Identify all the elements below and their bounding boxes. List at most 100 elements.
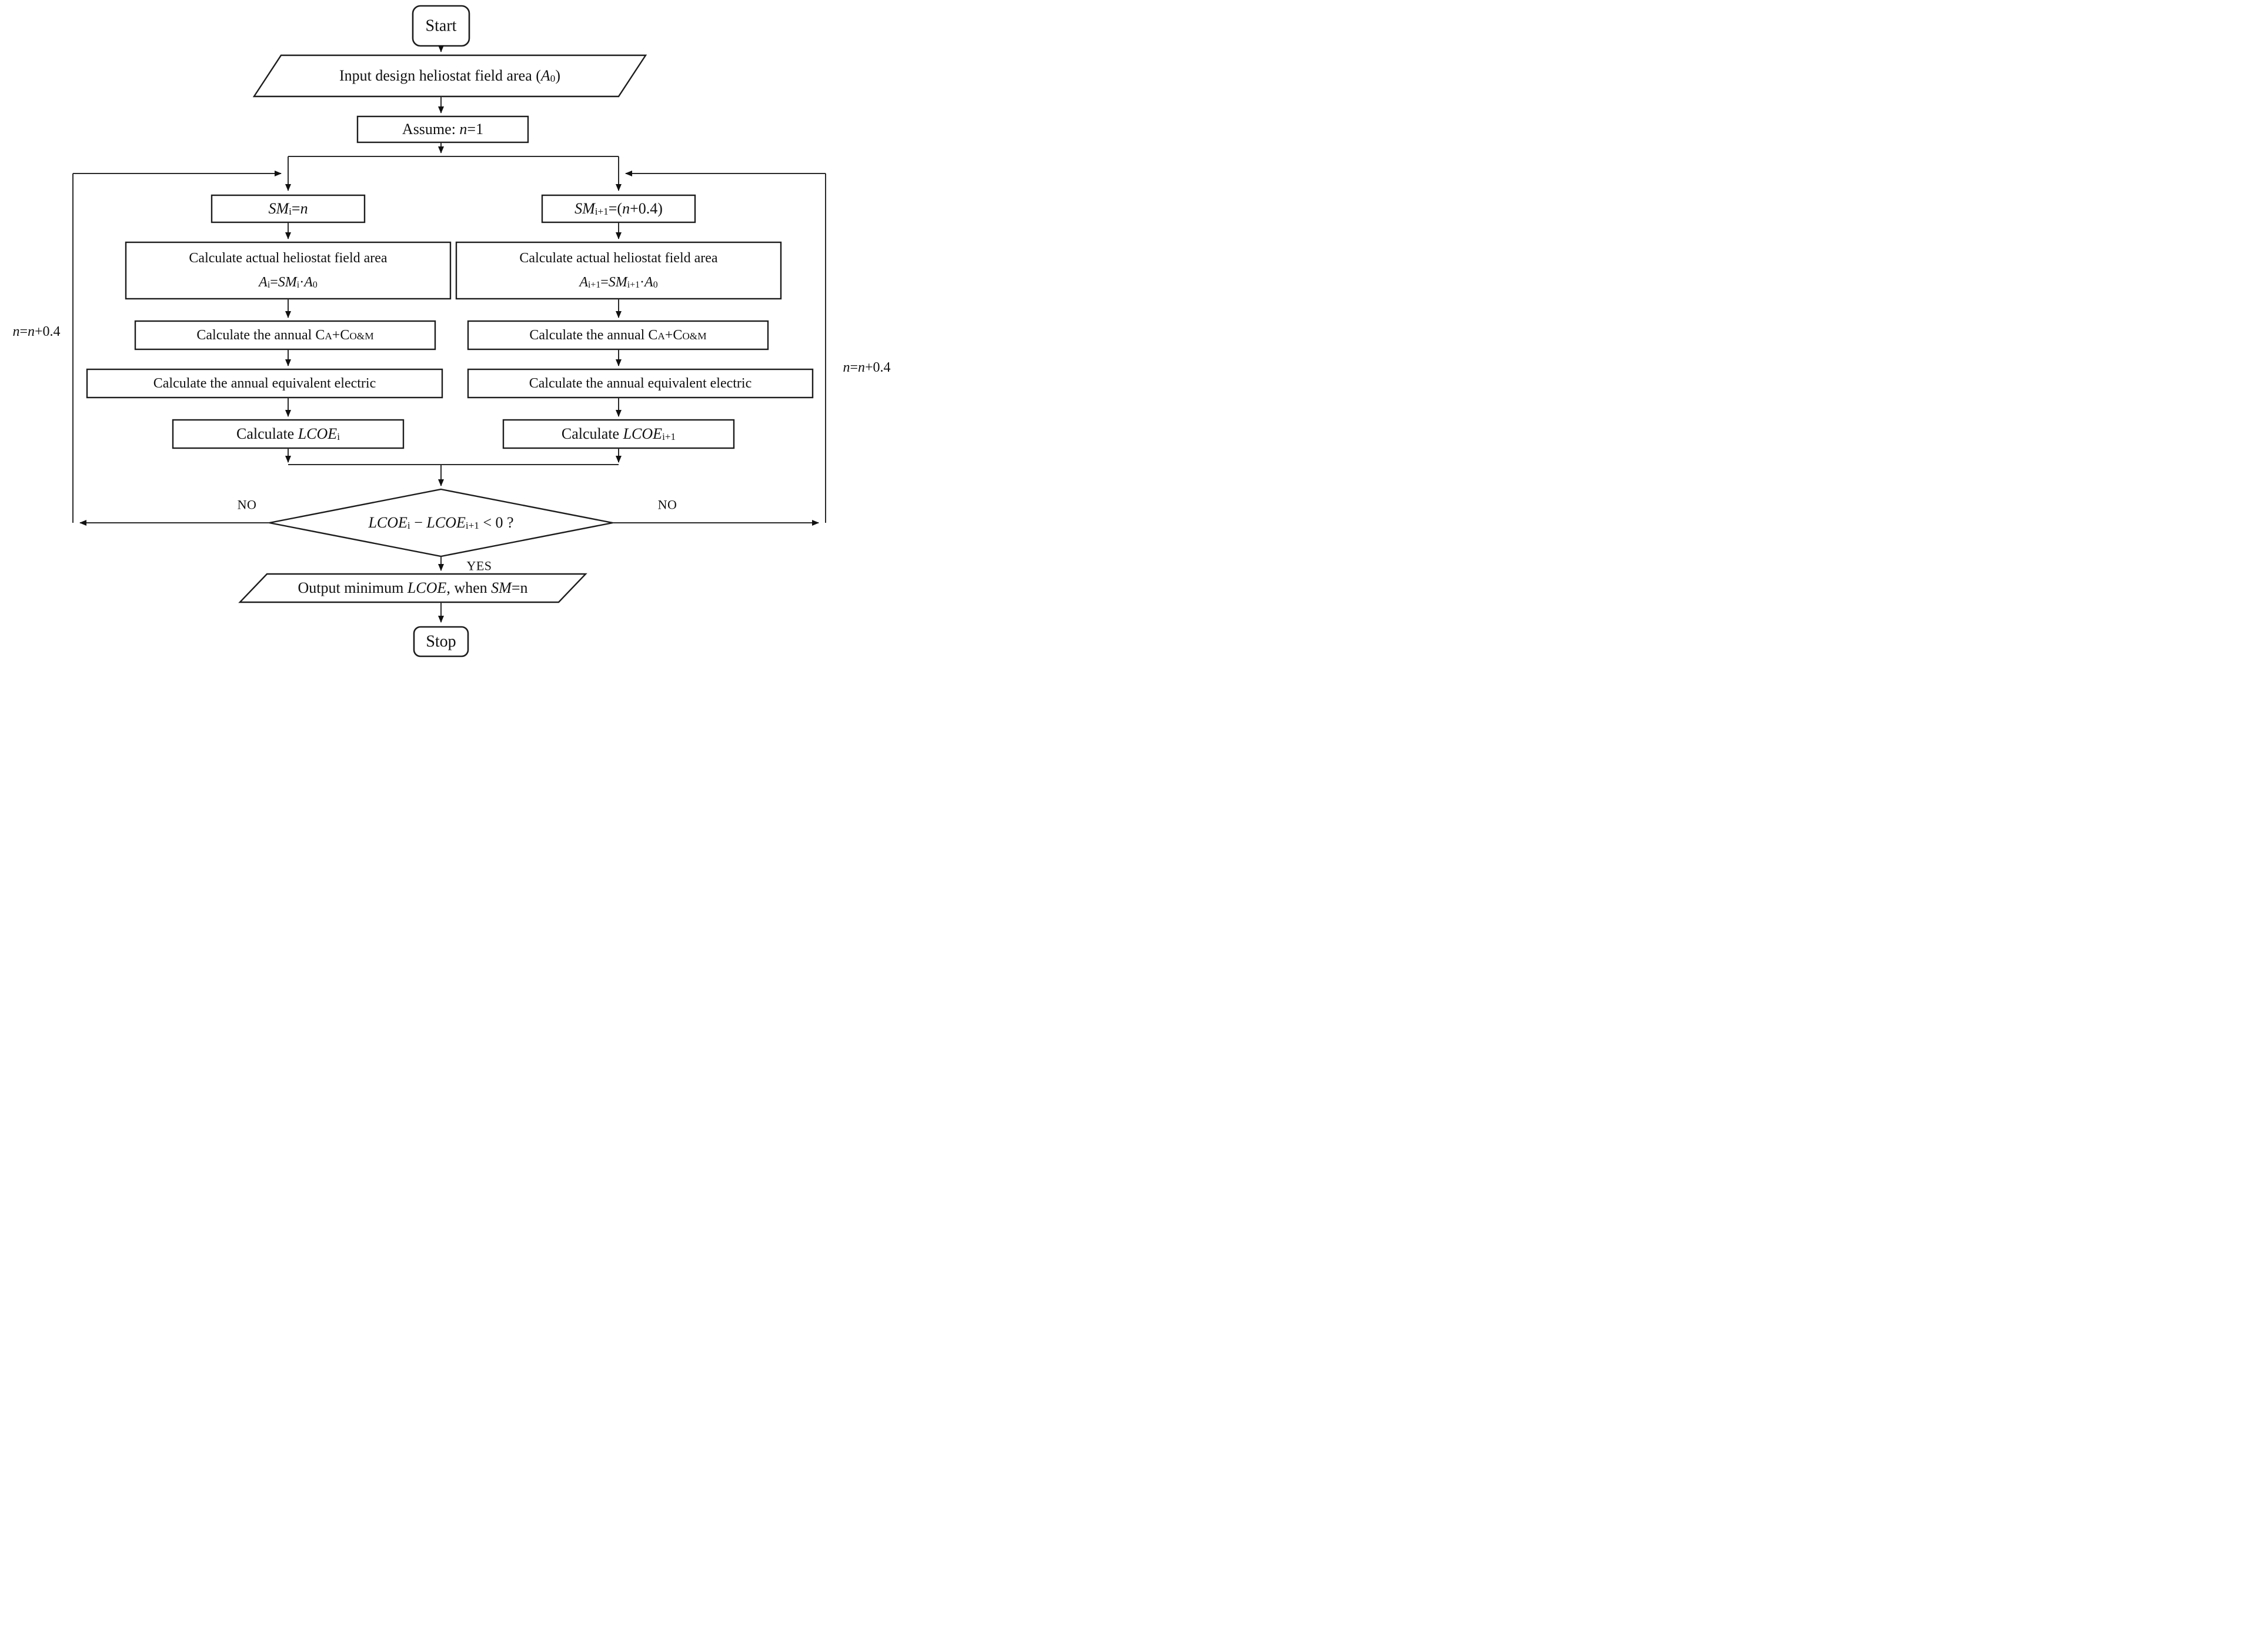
flowchart-canvas: Start Input design heliostat field area … bbox=[0, 0, 907, 660]
label-part: ) bbox=[555, 66, 561, 84]
label-line: Ai=SMi·A0 bbox=[189, 271, 387, 295]
label-part: LCOE bbox=[298, 425, 338, 442]
sm-i-label: SMi=n bbox=[268, 199, 308, 219]
stop-label: Stop bbox=[426, 632, 456, 652]
label-part: NO bbox=[657, 497, 677, 512]
label-part: Calculate bbox=[561, 425, 623, 442]
label-part: =1 bbox=[467, 120, 484, 138]
label-part: A bbox=[644, 275, 653, 290]
label-part: i+1 bbox=[588, 280, 601, 291]
label-part: SM bbox=[268, 199, 289, 217]
label-part: Start bbox=[425, 16, 457, 35]
label-part: = bbox=[291, 199, 300, 217]
cost-i1-node bbox=[467, 320, 769, 351]
label-part: Calculate bbox=[236, 425, 298, 442]
cost-i1-label: Calculate the annual CA+CO&M bbox=[529, 326, 706, 344]
area-i1-node bbox=[455, 241, 782, 300]
lcoe-i1-label: Calculate LCOEi+1 bbox=[562, 425, 676, 444]
label-part: Calculate the annual equivalent electric bbox=[153, 376, 376, 391]
label-part: +C bbox=[664, 328, 683, 343]
label-part: Calculate the annual C bbox=[196, 328, 325, 343]
output-node bbox=[238, 573, 587, 603]
label-part: = bbox=[850, 360, 858, 375]
sm-i1-label: SMi+1=(n+0.4) bbox=[574, 199, 663, 219]
label-part: , when bbox=[446, 579, 492, 596]
label-part: Calculate actual heliostat field area bbox=[189, 251, 388, 266]
input-node bbox=[252, 54, 647, 98]
label-part: · bbox=[640, 275, 645, 290]
label-part: A bbox=[325, 331, 332, 342]
increment-left-label: n=n+0.4 bbox=[12, 323, 60, 341]
label-part: SM bbox=[491, 579, 512, 596]
label-part: i+1 bbox=[627, 280, 640, 291]
area-i-label: Calculate actual heliostat field area Ai… bbox=[189, 246, 387, 295]
label-part: =n bbox=[511, 579, 528, 596]
electric-i1-node bbox=[467, 368, 814, 399]
label-line: Calculate actual heliostat field area bbox=[519, 246, 717, 271]
label-part: n bbox=[300, 199, 308, 217]
electric-i-label: Calculate the annual equivalent electric bbox=[153, 375, 376, 392]
label-part: i bbox=[296, 280, 300, 291]
label-part: Calculate the annual C bbox=[529, 328, 658, 343]
decision-label: LCOEi − LCOEi+1 < 0 ? bbox=[368, 513, 513, 533]
label-part: = bbox=[270, 275, 278, 290]
label-part: n bbox=[858, 360, 865, 375]
label-part: LCOE bbox=[368, 513, 407, 531]
start-label: Start bbox=[426, 16, 457, 36]
label-part: Input design heliostat field area ( bbox=[339, 66, 541, 84]
label-part: Stop bbox=[426, 632, 456, 651]
lcoe-i-label: Calculate LCOEi bbox=[236, 425, 340, 444]
label-part: − bbox=[410, 513, 427, 531]
sm-i1-node bbox=[541, 194, 696, 223]
label-part: i bbox=[337, 431, 340, 443]
label-part: i bbox=[267, 280, 270, 291]
label-part: SM bbox=[608, 275, 627, 290]
label-part: A bbox=[259, 275, 268, 290]
label-part: +C bbox=[332, 328, 350, 343]
label-part: Assume: bbox=[402, 120, 460, 138]
label-line: Calculate actual heliostat field area bbox=[189, 246, 387, 271]
label-part: n bbox=[28, 324, 35, 339]
label-part: i+1 bbox=[594, 206, 609, 218]
label-part: = bbox=[19, 324, 28, 339]
label-part: n bbox=[622, 199, 630, 217]
label-part: NO bbox=[237, 497, 257, 512]
label-part: +0.4 bbox=[35, 324, 61, 339]
label-part: +0.4 bbox=[865, 360, 891, 375]
assume-node bbox=[356, 115, 529, 143]
flowchart-shapes-layer bbox=[72, 5, 826, 657]
label-part: A bbox=[304, 275, 313, 290]
label-part: i bbox=[289, 206, 292, 218]
label-part: SM bbox=[574, 199, 595, 217]
label-part: Output minimum bbox=[298, 579, 407, 596]
area-i-node bbox=[125, 241, 452, 300]
output-label: Output minimum LCOE, when SM=n bbox=[298, 579, 528, 598]
input-label: Input design heliostat field area (A0) bbox=[339, 66, 560, 86]
label-part: Calculate the annual equivalent electric bbox=[529, 376, 752, 391]
label-part: n bbox=[843, 360, 850, 375]
label-part: i bbox=[407, 520, 410, 532]
area-i1-label: Calculate actual heliostat field area Ai… bbox=[519, 246, 717, 295]
label-part: 0 bbox=[312, 280, 318, 291]
no-left-label: NO bbox=[238, 496, 257, 513]
label-part: < 0 ? bbox=[479, 513, 514, 531]
label-part: O&M bbox=[682, 331, 707, 342]
yes-label: YES bbox=[466, 558, 492, 574]
label-part: A bbox=[540, 66, 550, 84]
label-part: n bbox=[12, 324, 20, 339]
label-part: SM bbox=[278, 275, 297, 290]
label-part: 0 bbox=[550, 73, 556, 85]
lcoe-i-node bbox=[172, 419, 405, 449]
increment-right-label: n=n+0.4 bbox=[843, 359, 890, 376]
label-part: Calculate actual heliostat field area bbox=[519, 251, 718, 266]
label-part: i+1 bbox=[465, 520, 479, 532]
label-part: A bbox=[579, 275, 589, 290]
stop-node bbox=[413, 626, 469, 657]
label-part: = bbox=[600, 275, 609, 290]
label-part: LCOE bbox=[623, 425, 663, 442]
label-part: O&M bbox=[349, 331, 374, 342]
cost-i-label: Calculate the annual CA+CO&M bbox=[196, 326, 373, 344]
electric-i-node bbox=[86, 368, 443, 399]
no-right-label: NO bbox=[658, 496, 677, 513]
label-part: 0 bbox=[653, 280, 658, 291]
